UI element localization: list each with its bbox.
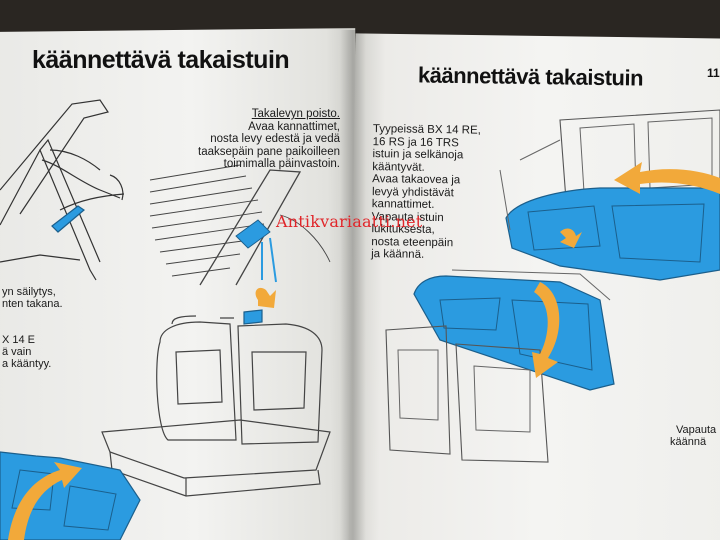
left-fragment: yn säilytys, bbox=[2, 286, 56, 298]
caption-line: ja käännä. bbox=[371, 248, 425, 261]
caption-line: Tyypeissä BX 14 RE, bbox=[372, 123, 481, 137]
hatchback-illustration bbox=[0, 99, 125, 281]
left-fragment: a kääntyy. bbox=[2, 358, 52, 370]
caption-title: Takalevyn poisto. bbox=[251, 108, 340, 120]
right-page-heading: käännettävä takaistuin bbox=[417, 62, 644, 91]
tilting-seat-caption: Tyypeissä BX 14 RE, 16 RS ja 16 TRS istu… bbox=[371, 123, 503, 262]
tilting-seat-illustration bbox=[499, 109, 720, 281]
caption-line: taaksepäin pane paikoilleen bbox=[198, 145, 340, 158]
page-gutter bbox=[340, 30, 366, 540]
left-fragment: X 14 E bbox=[2, 334, 36, 346]
page-number: 11 bbox=[707, 66, 720, 80]
lift-arrow-left bbox=[255, 287, 276, 308]
left-page-heading: käännettävä takaistuin bbox=[32, 46, 290, 74]
caption-line: nosta levy edestä ja vedä bbox=[210, 133, 340, 145]
caption-line: toimimalla päinvastoin. bbox=[223, 158, 340, 170]
left-fragment: nten takana. bbox=[2, 298, 63, 310]
caption-line: Avaa kannattimet, bbox=[248, 120, 340, 133]
caption-line: Avaa takaovea ja bbox=[372, 173, 461, 187]
folding-backrest-illustration bbox=[385, 269, 615, 463]
caption-line: istuin ja selkänoja bbox=[372, 148, 464, 162]
right-fragment: Vapauta bbox=[676, 424, 717, 436]
watermark-text: Antikvariaatti.net bbox=[276, 212, 423, 231]
right-fragment: käännä bbox=[670, 436, 707, 448]
panel-removal-illustration bbox=[149, 164, 331, 286]
left-fragment: ä vain bbox=[2, 346, 32, 358]
folded-seat-illustration bbox=[0, 451, 141, 540]
caption-line: kannattimet. bbox=[371, 198, 435, 211]
rear-seat-illustration bbox=[101, 309, 331, 497]
panel-removal-caption: Takalevyn poisto. Avaa kannattimet, nost… bbox=[196, 108, 340, 171]
